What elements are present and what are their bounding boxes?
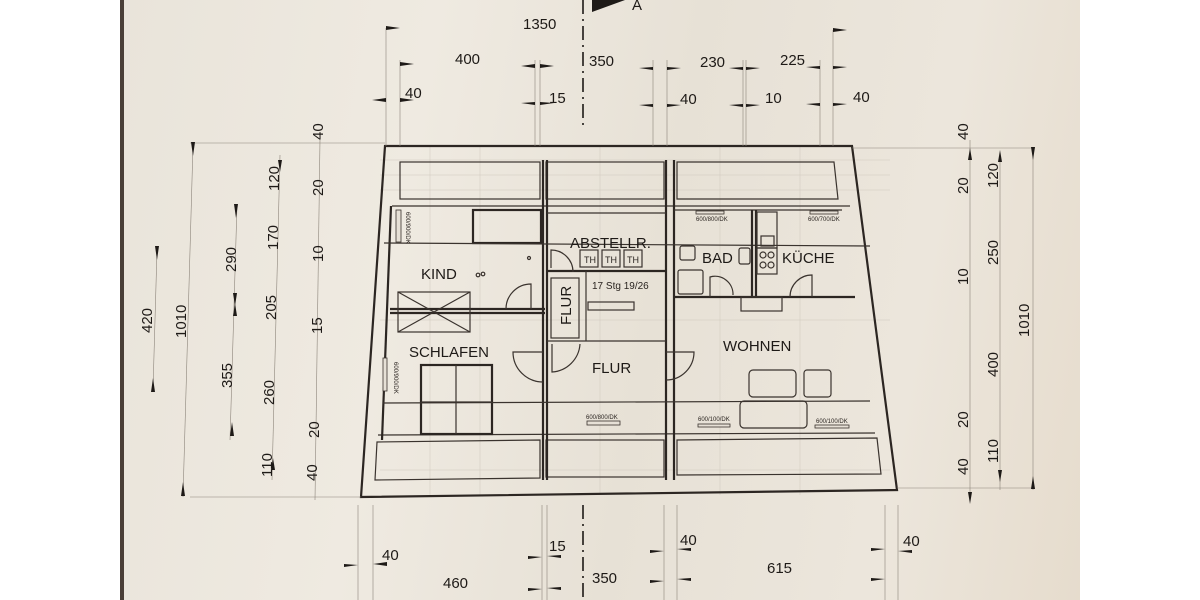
section-marker-label: A (632, 0, 642, 14)
dim-right-1010: 1010 (1016, 304, 1033, 337)
window-schlafen (382, 357, 388, 392)
room-kind: 600/900/DK (383, 208, 871, 333)
window-flur-label: 600/800/DK (586, 415, 618, 421)
right-dimension-lines (852, 140, 1035, 504)
dim-right-10: 10 (955, 268, 972, 285)
th-label-1: TH (584, 255, 596, 265)
dim-left-110: 110 (259, 453, 276, 477)
dim-right-40-bottom: 40 (955, 458, 972, 475)
dim-left-120: 120 (266, 166, 283, 191)
dim-left-40-bottom: 40 (304, 464, 321, 481)
window-bad (695, 210, 725, 215)
window-kueche (809, 210, 839, 215)
bottom-eaves (374, 432, 882, 481)
room-label-flur: FLUR (592, 360, 631, 377)
th-box-1 (579, 249, 599, 268)
paper-edge (120, 0, 124, 600)
bottom-dimension-lines (344, 505, 912, 600)
room-label-abstellr: ABSTELLR. (570, 235, 651, 252)
room-label-bad: BAD (702, 250, 733, 267)
dim-left-20-bottom: 20 (306, 421, 323, 438)
window-kueche-label: 600/700/DK (808, 217, 840, 223)
dim-top-15: 15 (549, 90, 566, 107)
th-label-2: TH (605, 255, 617, 265)
dim-top-225: 225 (780, 52, 805, 69)
dim-bottom-40-a: 40 (382, 547, 399, 564)
dim-bottom-40-c: 40 (903, 533, 920, 550)
building-outline (359, 144, 899, 499)
dim-left-290: 290 (223, 247, 240, 272)
section-arrow-icon (592, 0, 625, 12)
room-label-schlafen: SCHLAFEN (409, 344, 489, 361)
dim-left-170: 170 (265, 225, 282, 250)
th-box-3 (623, 249, 643, 268)
dim-top-400: 400 (455, 51, 480, 68)
section-line (582, 0, 625, 600)
room-label-kueche: KÜCHE (782, 249, 835, 267)
dim-right-120: 120 (985, 163, 1002, 188)
background-grid (380, 145, 890, 495)
room-abstellr (547, 212, 695, 426)
dim-right-400: 400 (985, 352, 1002, 377)
dim-top-230: 230 (700, 54, 725, 71)
dim-left-260: 260 (261, 380, 278, 405)
stairs-label: 17 Stg 19/26 (592, 281, 649, 292)
dim-top-40-c: 40 (853, 89, 870, 106)
top-dimension-lines (372, 26, 847, 146)
th-label-3: TH (627, 255, 639, 265)
dim-left-1010: 1010 (173, 305, 190, 338)
dim-left-205: 205 (263, 295, 280, 320)
sofa-table (748, 369, 797, 398)
dim-bottom-350: 350 (592, 570, 617, 587)
dim-left-10: 10 (310, 245, 327, 262)
dim-top-10: 10 (765, 90, 782, 107)
top-eaves (392, 161, 850, 207)
sofa (739, 400, 808, 429)
dim-left-15: 15 (309, 317, 326, 334)
dim-left-355: 355 (219, 363, 236, 388)
window-schlafen-label: 600/900/DK (392, 362, 398, 394)
dim-top-overall: 1350 (523, 16, 556, 33)
armchair (803, 369, 832, 398)
window-wohnen-right (814, 424, 850, 429)
dim-right-250: 250 (985, 240, 1002, 265)
dim-right-110: 110 (985, 439, 1002, 463)
dim-top-350: 350 (589, 53, 614, 70)
room-wohnen (697, 369, 850, 429)
dim-bottom-615: 615 (767, 560, 792, 577)
window-kind (395, 209, 402, 243)
room-bad-kueche (674, 209, 855, 312)
dim-bottom-15: 15 (549, 538, 566, 555)
dim-bottom-460: 460 (443, 575, 468, 592)
window-flur (586, 420, 621, 426)
left-dimension-lines (151, 139, 385, 501)
dim-bottom-40-b: 40 (680, 532, 697, 549)
room-label-flur-vertical: FLUR (558, 286, 575, 325)
dim-left-20-top: 20 (310, 179, 327, 196)
dim-right-20-top: 20 (955, 177, 972, 194)
room-label-kind: KIND (421, 266, 457, 283)
dim-right-40-top: 40 (955, 123, 972, 140)
dim-top-40-b: 40 (680, 91, 697, 108)
window-kind-label: 600/900/DK (404, 212, 410, 244)
dim-left-40-top: 40 (310, 123, 327, 140)
window-wohnen-left (697, 423, 731, 428)
dim-top-40-a: 40 (405, 85, 422, 102)
window-bad-label: 600/800/DK (696, 217, 728, 223)
room-label-wohnen: WOHNEN (723, 338, 791, 355)
dim-left-420: 420 (139, 308, 156, 333)
room-schlafen: 600/900/DK (382, 351, 871, 436)
window-wohnen-left-label: 600/100/DK (698, 417, 730, 423)
th-box-2 (601, 249, 621, 268)
window-wohnen-right-label: 600/100/DK (816, 419, 848, 425)
dim-right-20-bottom: 20 (955, 411, 972, 428)
